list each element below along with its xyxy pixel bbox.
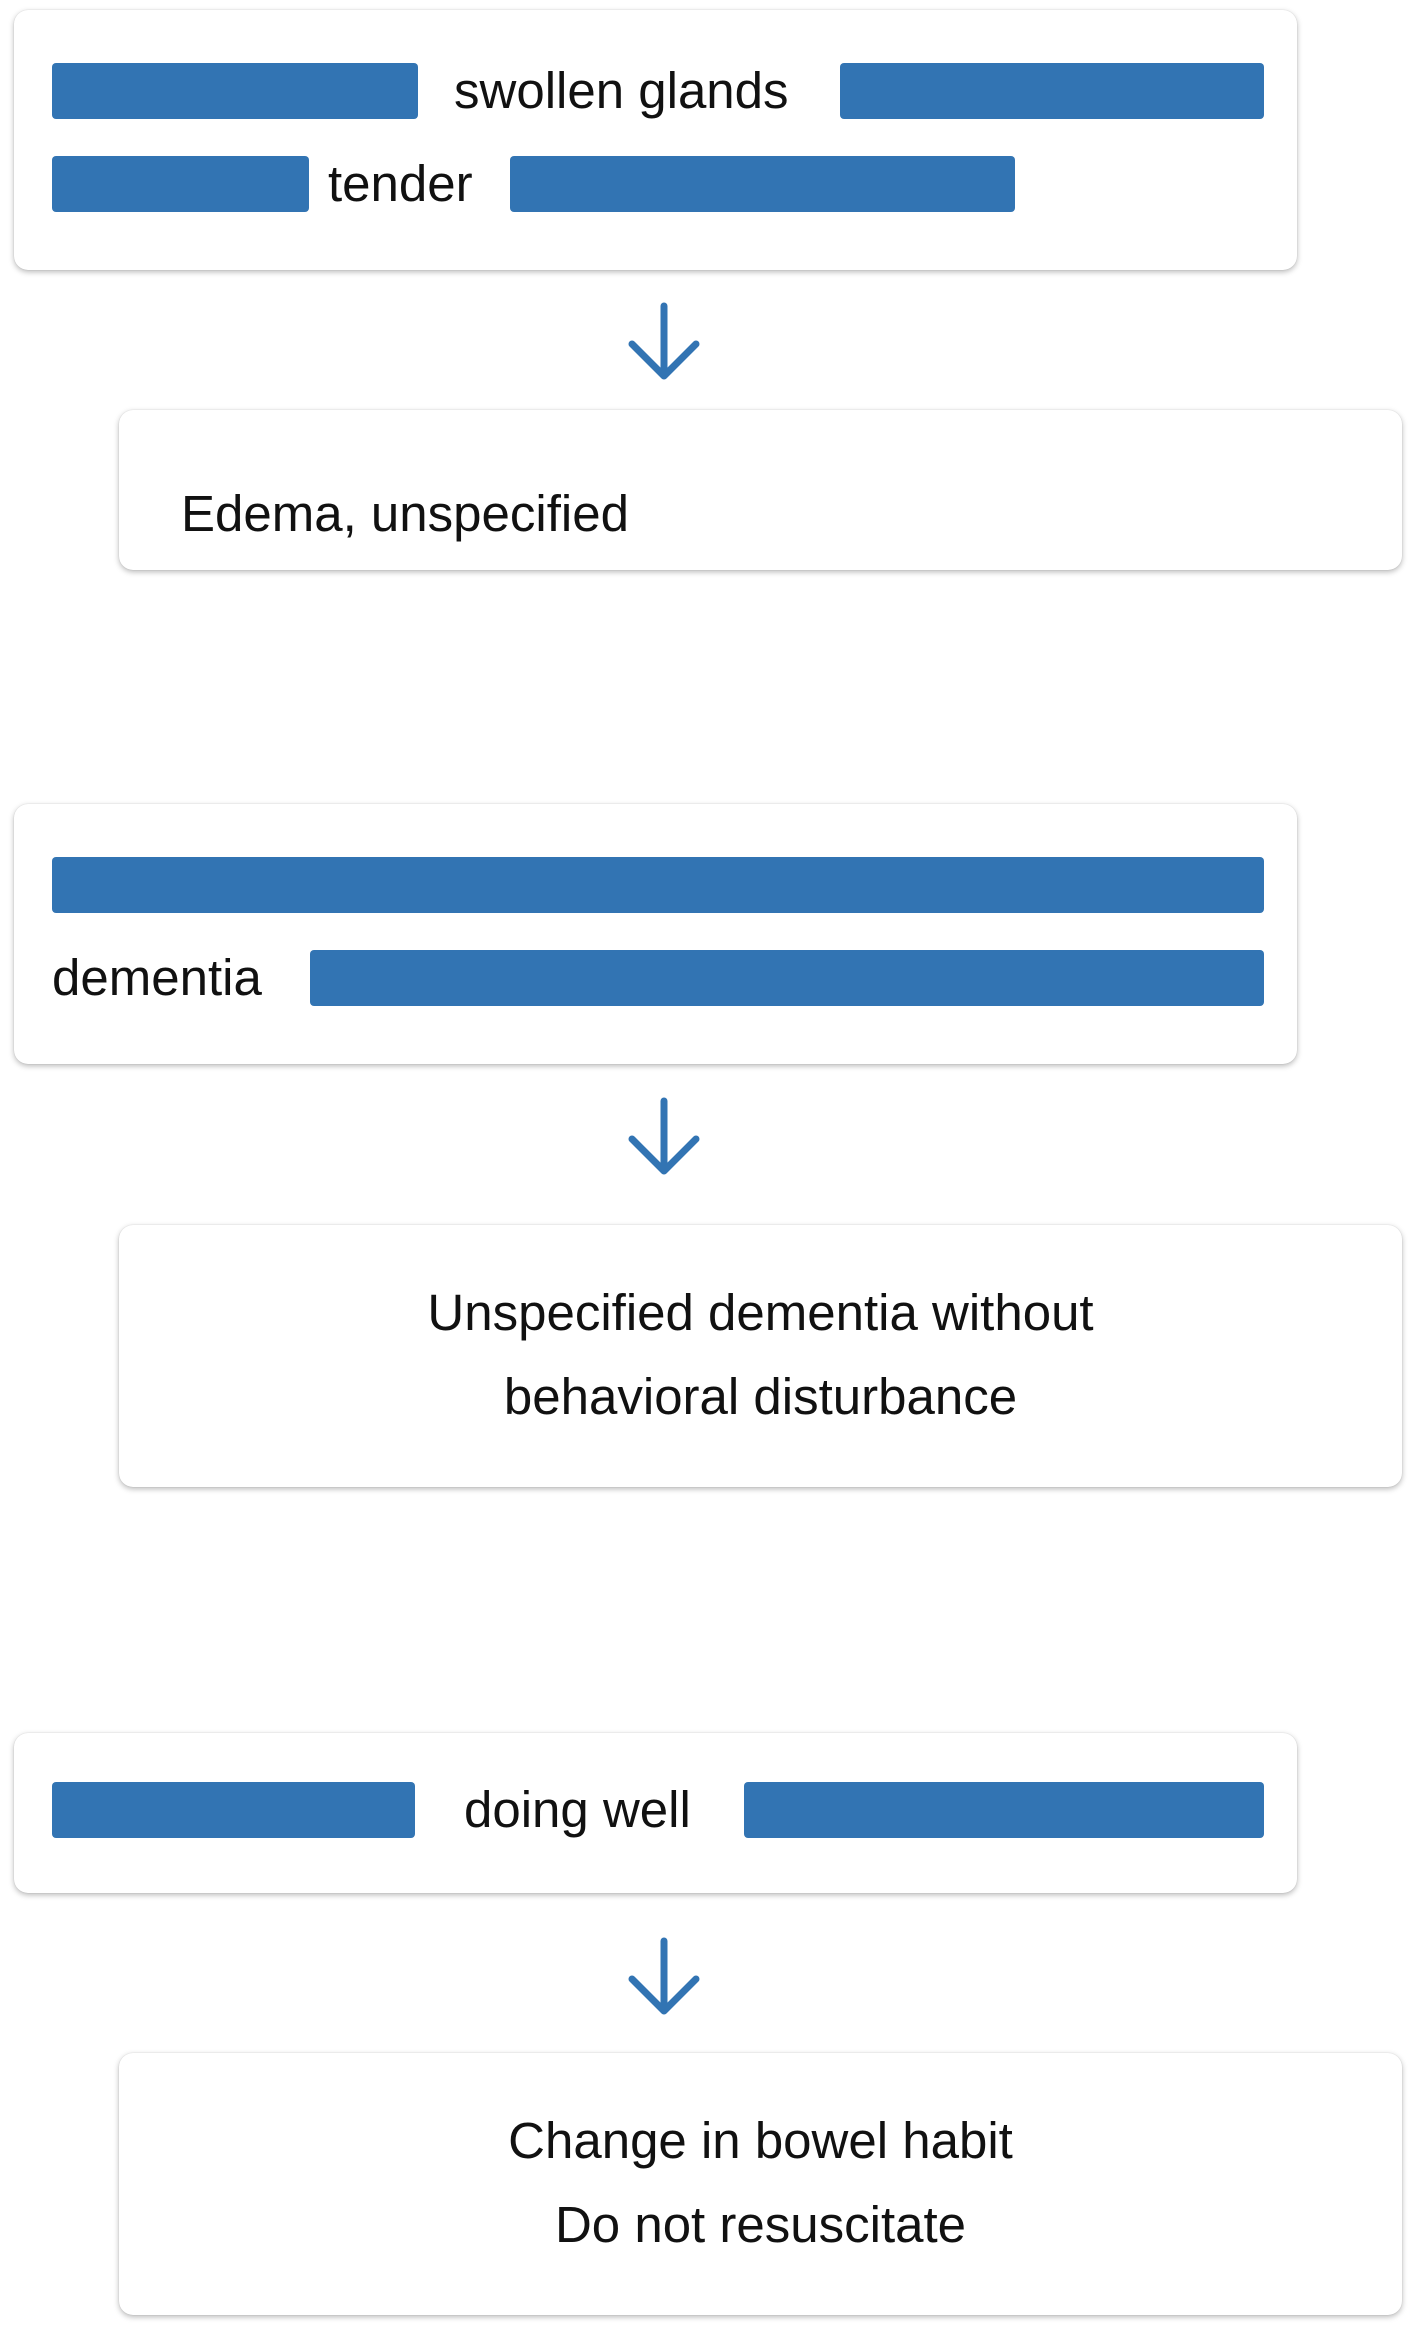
- diagnosis-text: Change in bowel habit: [508, 2112, 1013, 2169]
- diagnosis-card-3: Change in bowel habit Do not resuscitate: [119, 2053, 1402, 2315]
- note-keyword: doing well: [464, 1781, 691, 1838]
- diagnosis-text: Unspecified dementia without: [427, 1284, 1094, 1341]
- diagnosis-card-1: Edema, unspecified: [119, 410, 1402, 570]
- source-note-card-2: dementia: [14, 804, 1297, 1064]
- redacted-text-block: [52, 156, 309, 212]
- diagnosis-text: Do not resuscitate: [554, 2196, 967, 2253]
- source-note-card-1: swollen glands tender: [14, 10, 1297, 270]
- redacted-text-block: [52, 1782, 415, 1838]
- redacted-text-block: [840, 63, 1264, 119]
- redacted-text-block: [310, 950, 1264, 1006]
- redacted-text-block: [744, 1782, 1264, 1838]
- note-keyword: swollen glands: [454, 62, 789, 119]
- redacted-text-block: [52, 857, 1264, 913]
- note-keyword: dementia: [52, 949, 262, 1006]
- source-note-card-3: doing well: [14, 1733, 1297, 1893]
- diagnosis-card-2: Unspecified dementia without behavioral …: [119, 1225, 1402, 1487]
- arrow-down-icon: [624, 300, 704, 384]
- redacted-text-block: [52, 63, 418, 119]
- arrow-down-icon: [624, 1095, 704, 1179]
- note-keyword: tender: [328, 155, 473, 212]
- arrow-down-icon: [624, 1935, 704, 2019]
- diagnosis-text: behavioral disturbance: [503, 1368, 1018, 1425]
- diagnosis-text: Edema, unspecified: [181, 485, 629, 542]
- redacted-text-block: [510, 156, 1015, 212]
